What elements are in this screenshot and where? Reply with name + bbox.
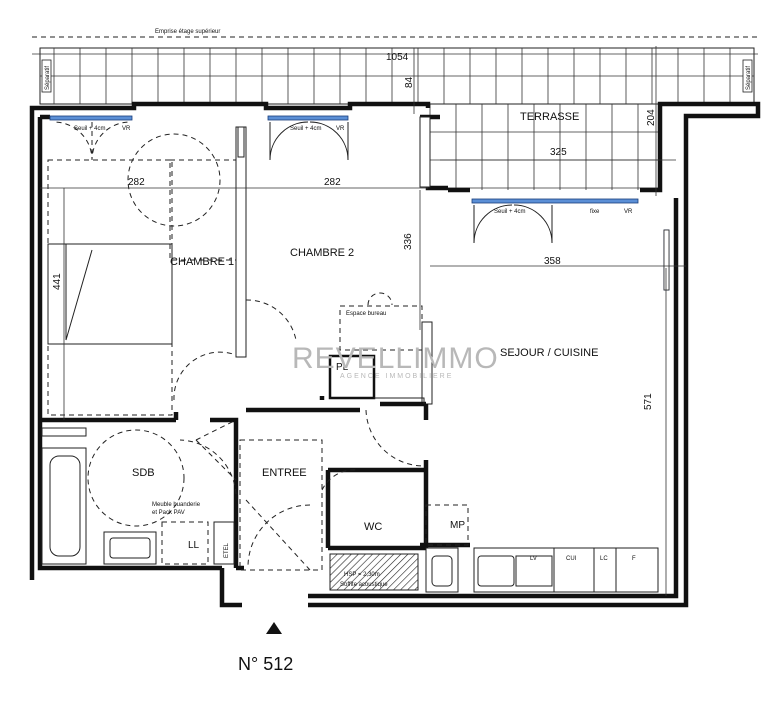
interior-walls <box>40 116 470 571</box>
label-mp: MP <box>450 520 465 531</box>
bed-chambre1 <box>47 243 173 345</box>
separatif-left-label: Séparatif <box>45 66 51 90</box>
label-lc: LC <box>600 556 608 562</box>
dim-441: 441 <box>52 273 63 290</box>
french-door-swings <box>53 121 553 244</box>
separatif-right-label: Séparatif <box>746 66 752 90</box>
pl-return <box>374 397 425 404</box>
washbasin <box>103 531 157 565</box>
label-meuble-pack: et Pack PAV <box>152 510 185 516</box>
label-wc: WC <box>364 521 382 533</box>
ll-zone <box>161 521 209 565</box>
label-espace-bureau: Espace bureau <box>346 311 386 317</box>
window3-vr: VR <box>624 209 633 215</box>
dim-282-left: 282 <box>128 177 145 188</box>
dim-282-right: 282 <box>324 177 341 188</box>
dim-325: 325 <box>550 147 567 158</box>
entry-arrow-icon <box>266 622 282 634</box>
wc-bowl <box>431 555 453 587</box>
label-terrasse: TERRASSE <box>520 111 579 123</box>
window3-fixe: fixe <box>590 209 600 215</box>
label-lv: LV <box>530 556 537 562</box>
separatif-left <box>41 59 52 93</box>
outer-walls <box>29 101 761 608</box>
soffite-zone <box>329 553 419 591</box>
separatif-right <box>742 59 753 93</box>
label-meuble: Meuble buanderie <box>152 502 201 508</box>
window2-vr: VR <box>336 126 345 132</box>
window-chambre1 <box>49 115 133 121</box>
sejour-side-window-frame <box>663 229 670 291</box>
unit-number: N° 512 <box>238 654 293 674</box>
mp-zone <box>425 504 469 546</box>
label-pl: PL <box>336 362 349 373</box>
window3-label: Seuil + 4cm <box>494 209 526 215</box>
closet-rail <box>237 126 245 158</box>
label-chambre1: CHAMBRE 1 <box>170 256 234 268</box>
window2-label: Seuil + 4cm <box>290 126 322 132</box>
dim-84: 84 <box>404 76 415 88</box>
window-chambre2 <box>267 115 349 121</box>
dim-336: 336 <box>403 233 414 250</box>
window1-label: Seuil + 4cm <box>74 126 106 132</box>
dimension-lines <box>32 46 758 596</box>
label-chambre2: CHAMBRE 2 <box>290 247 354 259</box>
label-cui: CUI <box>566 556 577 562</box>
pl-shaft <box>328 354 376 400</box>
dim-358: 358 <box>544 256 561 267</box>
window1-vr: VR <box>122 126 131 132</box>
dim-1054: 1054 <box>386 52 409 63</box>
upper-floor-note: Emprise étage supérieur <box>155 29 220 35</box>
dim-571: 571 <box>643 393 654 410</box>
watermark-brand: REVELLIMMO <box>292 342 499 375</box>
watermark-tagline: AGENCE IMMOBILIERE <box>340 373 453 380</box>
etel-box <box>213 521 235 565</box>
label-entree: ENTREE <box>262 467 307 479</box>
label-f: F <box>632 556 636 562</box>
bathtub <box>41 427 87 565</box>
label-ll: LL <box>188 540 200 551</box>
label-soffite: Soffite acoustique <box>340 582 388 588</box>
dim-204: 204 <box>646 109 657 126</box>
label-hsp: HSP = 2,30m <box>344 572 380 578</box>
label-etel: ETEL <box>224 542 230 558</box>
window-sejour <box>471 198 639 204</box>
kitchen-counter <box>473 547 659 593</box>
label-sdb: SDB <box>132 467 155 479</box>
wc-tank <box>425 547 459 593</box>
label-sejour-cuisine: SEJOUR / CUISINE <box>500 347 598 359</box>
